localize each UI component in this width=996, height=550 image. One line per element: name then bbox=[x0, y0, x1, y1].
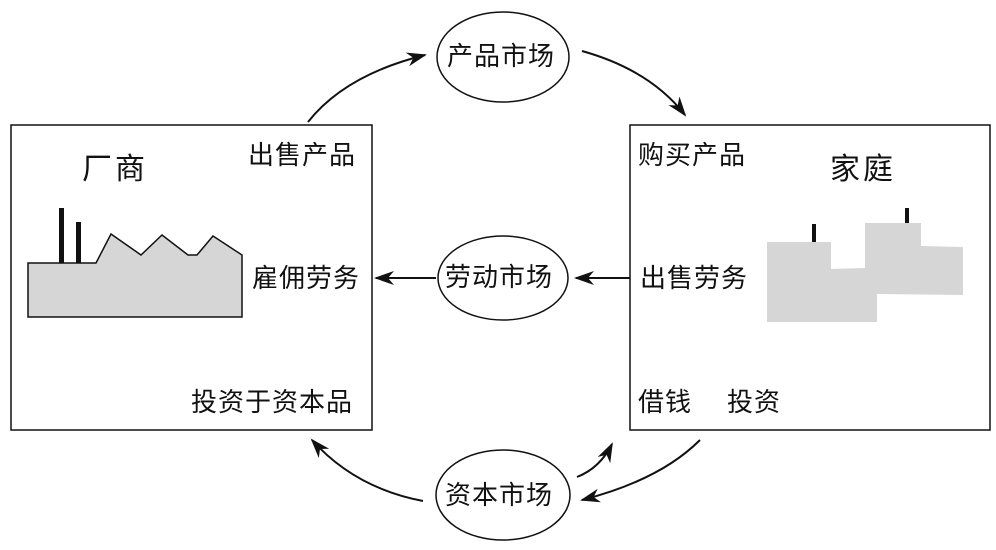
houses-icon bbox=[767, 208, 963, 322]
chimney-1 bbox=[59, 208, 64, 263]
firm-box bbox=[10, 124, 373, 431]
capital-market-ellipse bbox=[435, 449, 571, 541]
house-chimney-2 bbox=[905, 208, 909, 223]
arrow-capital-market-to-household bbox=[576, 442, 613, 478]
household-buy-products-label: 购买产品 bbox=[638, 141, 747, 171]
household-sell-labor-label: 出售劳务 bbox=[640, 264, 749, 294]
house-chimney-1 bbox=[812, 224, 816, 242]
arrow-capital-market-to-firm bbox=[310, 438, 424, 502]
household-invest-label: 投资 bbox=[727, 388, 782, 418]
labor-market-label: 劳动市场 bbox=[445, 263, 554, 293]
product-market-ellipse bbox=[436, 11, 570, 103]
household-borrow-label: 借钱 bbox=[638, 388, 693, 418]
product-market-label: 产品市场 bbox=[447, 42, 556, 72]
capital-market-label: 资本市场 bbox=[445, 481, 554, 511]
factory-icon bbox=[27, 208, 243, 318]
firm-title: 厂商 bbox=[82, 152, 148, 187]
household-title: 家庭 bbox=[830, 152, 896, 187]
chimney-2 bbox=[76, 222, 81, 263]
firm-invest-label: 投资于资本品 bbox=[191, 388, 354, 418]
firm-sell-products-label: 出售产品 bbox=[248, 141, 357, 171]
arrow-product-market-to-household bbox=[581, 50, 687, 117]
labor-market-ellipse bbox=[437, 235, 569, 321]
firm-hire-labor-label: 雇佣劳务 bbox=[252, 264, 361, 294]
arrow-household-to-capital-market bbox=[580, 439, 701, 503]
arrow-firm-to-product-market bbox=[307, 52, 427, 123]
